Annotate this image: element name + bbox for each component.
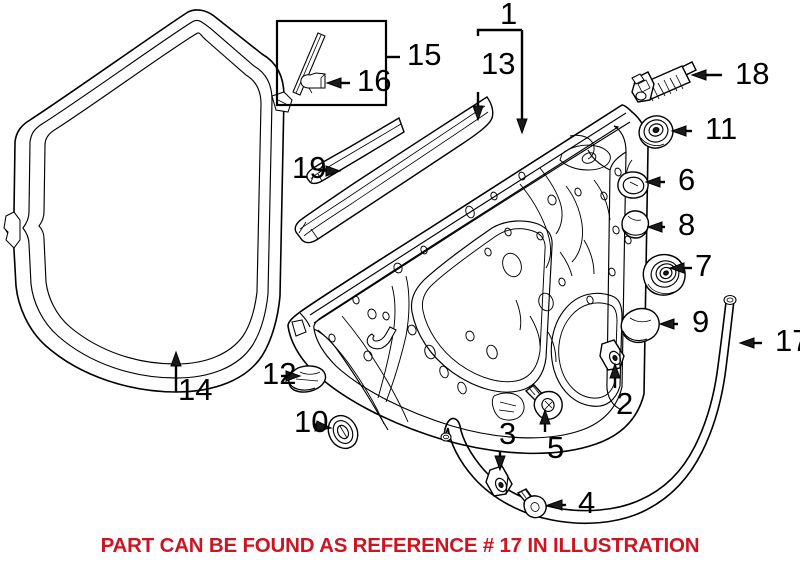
callout-label-16: 16: [357, 63, 391, 98]
callout-label-5: 5: [547, 430, 564, 465]
callout-label-2: 2: [616, 386, 633, 421]
callout-11: 11: [670, 111, 737, 146]
callout-label-3: 3: [499, 416, 516, 451]
callout-label-10: 10: [294, 404, 328, 439]
callout-1: 1: [476, 0, 528, 135]
callout-label-4: 4: [578, 485, 595, 520]
part-round-seal-cap: [327, 414, 359, 450]
part-drain-hose: [440, 294, 737, 525]
part-detail-inset-box: [275, 19, 388, 107]
part-oval-grommet: [617, 171, 649, 199]
callout-15: 15: [386, 37, 441, 72]
part-dome-plug: [621, 210, 650, 239]
part-oval-blank-plug: [288, 365, 327, 393]
callout-label-1: 1: [500, 0, 517, 31]
callout-16: 16: [325, 63, 391, 98]
part-hex-flange-bolt: [631, 61, 697, 103]
part-bushing-sleeve: [599, 339, 625, 371]
callout-10: 10: [294, 404, 333, 439]
callout-9: 9: [658, 304, 709, 339]
caption-bar: PART CAN BE FOUND AS REFERENCE # 17 IN I…: [0, 534, 800, 558]
callout-label-17: 17: [775, 323, 800, 358]
callout-label-11: 11: [705, 111, 737, 146]
part-belt-molding-outer: [306, 116, 405, 185]
callout-label-19: 19: [292, 150, 326, 185]
callout-13: 13: [472, 46, 515, 122]
callout-label-18: 18: [735, 56, 769, 91]
callout-5: 5: [539, 408, 564, 465]
callout-label-7: 7: [695, 248, 712, 283]
callout-2: 2: [609, 362, 633, 421]
callout-12: 12: [262, 356, 302, 391]
callout-4: 4: [546, 485, 595, 520]
callout-7: 7: [668, 248, 712, 283]
part-small-bolt: [516, 488, 547, 519]
callout-label-15: 15: [407, 37, 441, 72]
part-washer-grommet: [638, 115, 674, 149]
callout-label-6: 6: [678, 162, 695, 197]
callout-label-13: 13: [481, 46, 515, 81]
part-roller-bushing: [485, 465, 513, 497]
part-belt-molding-inner: [294, 96, 494, 244]
callout-17: 17: [738, 323, 800, 358]
part-door-shell-panel: [287, 104, 649, 455]
reference-caption-text: PART CAN BE FOUND AS REFERENCE # 17 IN I…: [100, 534, 700, 557]
callout-3: 3: [494, 416, 516, 472]
part-flange-head-screw: [524, 384, 563, 420]
callout-14: 14: [170, 350, 212, 407]
callout-8: 8: [646, 207, 695, 242]
part-oval-cap-plug: [620, 307, 660, 344]
callout-label-12: 12: [262, 356, 296, 391]
callout-label-14: 14: [178, 372, 212, 407]
callout-6: 6: [644, 162, 695, 197]
callout-18: 18: [690, 56, 769, 91]
part-ring-grommet-large: [642, 253, 686, 296]
callout-19: 19: [292, 150, 342, 185]
callout-label-8: 8: [678, 207, 695, 242]
part-door-weatherstrip-seal: [3, 9, 293, 393]
callout-label-9: 9: [692, 304, 709, 339]
